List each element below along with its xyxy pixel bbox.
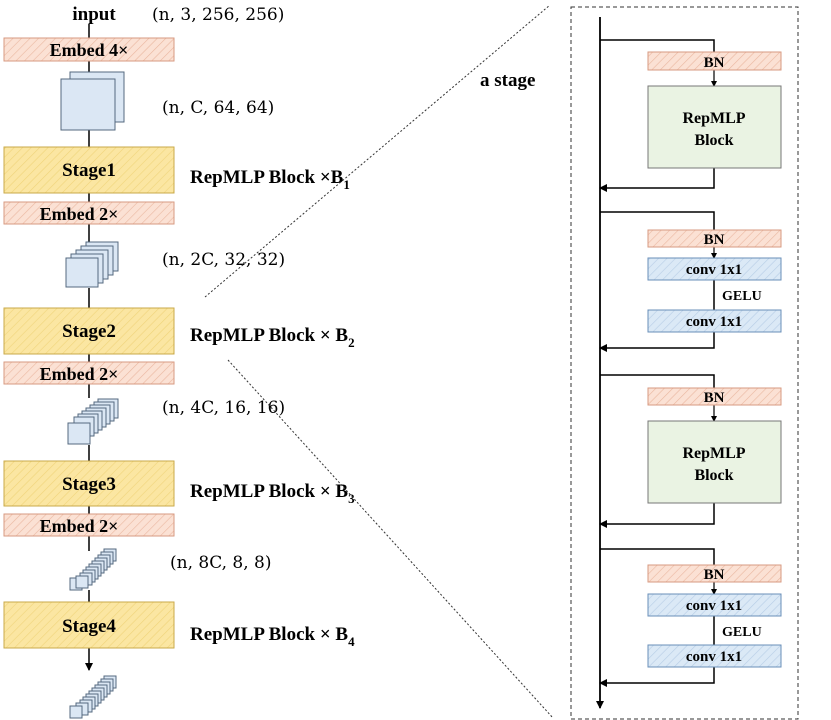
embed-block-1 <box>3 37 175 62</box>
stage-block-4 <box>3 601 175 649</box>
stage-desc-2: RepMLP Block × B2 <box>190 325 355 350</box>
stage-block-1 <box>3 146 175 194</box>
conv-block-4 <box>647 644 782 668</box>
stage-label-4: Stage4 <box>62 616 116 637</box>
stage-title: a stage <box>480 70 535 91</box>
bn-label-3: BN <box>704 390 725 406</box>
stage-label-3: Stage3 <box>62 474 116 495</box>
conv-label-2: conv 1x1 <box>686 314 742 330</box>
stage-desc-1: RepMLP Block ×B1 <box>190 167 350 192</box>
stage-desc-prefix-3: RepMLP Block × <box>190 481 331 502</box>
ffn-unit-2: BN conv 1x1 GELU conv 1x1 <box>599 548 782 687</box>
repmlp-block-2 <box>647 420 782 504</box>
repmlp-block-line2-1: Block <box>694 132 733 149</box>
stage-desc-sub-2: 2 <box>348 335 355 350</box>
stage-desc-b-3: B <box>331 481 349 502</box>
conv-block-2 <box>647 309 782 333</box>
bn-block-4 <box>647 564 782 583</box>
bn-block-3 <box>647 387 782 406</box>
conv-block-1 <box>647 257 782 281</box>
repmlp-block-line2-2: Block <box>694 467 733 484</box>
bn-block-2 <box>647 229 782 248</box>
stage-desc-b-4: B <box>331 624 349 645</box>
shape-label-stage2: (n, 2C, 32, 32) <box>162 250 285 270</box>
stage-desc-prefix-1: RepMLP Block × <box>190 167 331 188</box>
embed-label-4: Embed 2× <box>40 516 119 536</box>
stage-desc-sub-3: 3 <box>348 491 355 506</box>
bn-block-1 <box>647 51 782 71</box>
stage-block-3 <box>3 460 175 507</box>
stage-desc-3: RepMLP Block × B3 <box>190 481 355 506</box>
embed-label-3: Embed 2× <box>40 364 119 384</box>
embed-block-2 <box>3 201 175 225</box>
conv-label-3: conv 1x1 <box>686 598 742 614</box>
feature-map-icon-3 <box>67 398 119 445</box>
stage-detail-border <box>570 6 799 720</box>
bn-label-2: BN <box>704 232 725 248</box>
stage-label-2: Stage2 <box>62 321 116 342</box>
shape-label-input: (n, 3, 256, 256) <box>152 5 284 25</box>
embed-block-4 <box>3 513 175 537</box>
embed-label-2: Embed 2× <box>40 204 119 224</box>
shape-label-stage3: (n, 4C, 16, 16) <box>162 398 285 418</box>
gelu-label-2: GELU <box>722 625 762 640</box>
repmlp-unit-1: BN RepMLP Block <box>599 39 782 192</box>
stage-desc-prefix-2: RepMLP Block × <box>190 325 331 346</box>
stage-desc-sub-1: 1 <box>343 177 350 192</box>
stage-label-1: Stage1 <box>62 160 116 181</box>
left-column: input (n, 3, 256, 256) Embed 4× (n, C, 6… <box>3 4 355 719</box>
repmlp-block-line1-1: RepMLP <box>682 110 745 127</box>
feature-map-icon-output <box>69 675 117 719</box>
stage-desc-4: RepMLP Block × B4 <box>190 624 355 649</box>
embed-block-3 <box>3 361 175 385</box>
feature-map-icon-1 <box>60 71 125 131</box>
embed-label-1: Embed 4× <box>50 40 129 60</box>
conv-block-3 <box>647 593 782 617</box>
stage-desc-b-2: B <box>331 325 349 346</box>
stage-desc-sub-4: 4 <box>348 634 355 649</box>
zoom-connector <box>204 4 554 719</box>
shape-label-stage1: (n, C, 64, 64) <box>162 98 274 118</box>
conv-label-1: conv 1x1 <box>686 262 742 278</box>
shape-label-stage4: (n, 8C, 8, 8) <box>170 553 272 573</box>
bn-label-4: BN <box>704 567 725 583</box>
stage-detail-panel: BN RepMLP Block BN conv 1x1 GELU conv 1x… <box>570 6 799 720</box>
conv-label-4: conv 1x1 <box>686 649 742 665</box>
stage-block-2 <box>3 307 175 355</box>
stage-desc-prefix-4: RepMLP Block × <box>190 624 331 645</box>
ffn-unit-1: BN conv 1x1 GELU conv 1x1 <box>599 211 782 352</box>
feature-map-icon-4 <box>69 548 117 591</box>
bn-label-1: BN <box>704 55 725 71</box>
input-label: input <box>72 4 116 25</box>
repmlp-block-1 <box>647 85 782 169</box>
repmlp-block-line1-2: RepMLP <box>682 445 745 462</box>
feature-map-icon-2 <box>65 241 119 288</box>
repmlp-unit-2: BN RepMLP Block <box>599 374 782 528</box>
gelu-label-1: GELU <box>722 289 762 304</box>
